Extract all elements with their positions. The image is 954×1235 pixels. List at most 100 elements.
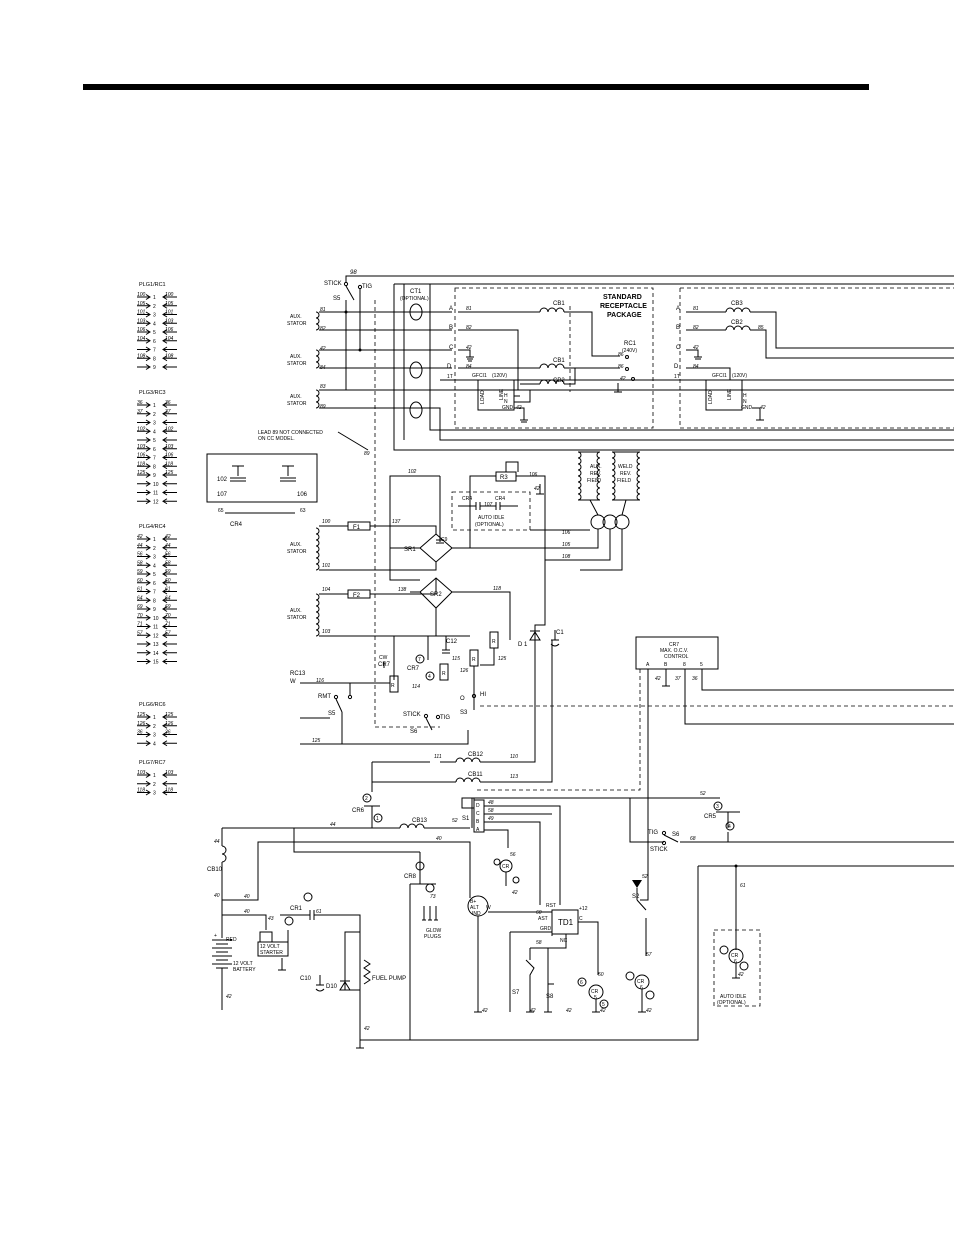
- plug-wire-right: 36: [165, 730, 171, 736]
- svg-text:FIELD: FIELD: [617, 478, 632, 484]
- svg-text:AUTO IDLE: AUTO IDLE: [478, 515, 505, 521]
- plug-pin-row: 13: [137, 641, 177, 648]
- svg-text:82: 82: [466, 325, 472, 331]
- svg-text:49: 49: [488, 816, 494, 822]
- svg-text:6: 6: [734, 959, 737, 965]
- svg-text:CR5: CR5: [704, 814, 717, 820]
- svg-text:LOAD: LOAD: [708, 390, 714, 404]
- plug-pin-number: 2: [153, 304, 156, 310]
- header-rule: [83, 84, 869, 90]
- plug-wire-left: 71: [137, 622, 143, 628]
- plug-pin-number: 8: [153, 464, 156, 470]
- svg-text:CR: CR: [637, 979, 645, 985]
- plug-title: PLG3/RC3: [139, 390, 166, 396]
- plug-wire-right: 36: [165, 400, 171, 406]
- svg-text:36: 36: [692, 676, 698, 682]
- plug-pin-number: 7: [153, 590, 156, 596]
- svg-text:42: 42: [320, 346, 326, 352]
- svg-text:PLUGS: PLUGS: [424, 934, 442, 940]
- svg-text:CB3: CB3: [731, 301, 743, 307]
- svg-text:5: 5: [594, 995, 597, 1001]
- svg-text:65: 65: [218, 508, 224, 514]
- svg-text:B: B: [664, 662, 668, 668]
- plug-wire-right: 61: [165, 587, 171, 593]
- svg-text:58: 58: [536, 940, 542, 946]
- svg-text:CR4: CR4: [462, 496, 472, 502]
- svg-text:4: 4: [428, 674, 431, 680]
- svg-text:GND: GND: [502, 405, 514, 411]
- svg-text:CR1: CR1: [290, 906, 303, 912]
- svg-text:111: 111: [434, 754, 442, 760]
- svg-text:116: 116: [316, 678, 324, 684]
- plug-pin-number: 7: [153, 456, 156, 462]
- plug-wire-right: 69: [165, 604, 171, 610]
- svg-text:D: D: [447, 364, 452, 370]
- svg-text:C: C: [449, 345, 454, 351]
- plug-pin-row: 2: [137, 780, 177, 788]
- stick-label: STICK: [324, 281, 342, 287]
- svg-text:CR: CR: [502, 864, 510, 870]
- svg-text:61: 61: [316, 909, 322, 915]
- plug-wire-left: 106: [137, 453, 146, 459]
- plug-pin-number: 2: [153, 546, 156, 552]
- plug-pin-number: 7: [153, 348, 156, 354]
- plug-pin-number: 3: [153, 733, 156, 739]
- svg-text:42: 42: [530, 1008, 536, 1014]
- plug-wire-right: 59: [165, 569, 171, 575]
- svg-text:B: B: [476, 819, 480, 825]
- plug-wire-left: 103: [137, 318, 146, 324]
- svg-text:FIELD: FIELD: [587, 478, 602, 484]
- plug-wire-left: 104: [137, 336, 146, 342]
- plug-pin-number: 1: [153, 403, 156, 409]
- tig-label: TIG: [362, 284, 372, 290]
- svg-text:104: 104: [322, 587, 331, 593]
- plug-wire-left: 102: [137, 426, 146, 432]
- plug-pin-number: 8: [153, 598, 156, 604]
- svg-text:106: 106: [297, 492, 308, 498]
- svg-text:H: H: [743, 393, 747, 399]
- svg-text:+12: +12: [579, 906, 588, 912]
- plug-pin-number: 2: [153, 724, 156, 730]
- svg-text:S8: S8: [546, 994, 554, 1000]
- plug-wire-left: 69: [137, 604, 143, 610]
- svg-text:RMT: RMT: [318, 694, 331, 700]
- plug-pin-number: 1: [153, 773, 156, 779]
- svg-text:42: 42: [738, 972, 744, 978]
- plug-pin-number: 11: [153, 491, 158, 497]
- plug-pin-number: 9: [153, 473, 156, 479]
- svg-text:60: 60: [536, 910, 542, 916]
- plug-wire-left: 118: [137, 461, 145, 467]
- plug-wire-left: 100: [137, 292, 146, 298]
- svg-text:A: A: [646, 662, 650, 668]
- svg-text:68: 68: [690, 836, 696, 842]
- svg-text:CR6: CR6: [352, 808, 365, 814]
- svg-text:A: A: [676, 306, 680, 312]
- svg-text:(240V): (240V): [622, 348, 637, 354]
- svg-text:N: N: [743, 399, 747, 405]
- plug-pin-number: 4: [153, 321, 156, 327]
- plug-pin-number: 9: [153, 607, 156, 613]
- svg-text:RC1: RC1: [624, 341, 637, 347]
- plug-pin-number: 4: [153, 429, 156, 435]
- svg-text:O: O: [460, 696, 465, 702]
- ct1-current-transformer: CT1 (OPTIONAL): [393, 283, 954, 451]
- svg-text:TIG: TIG: [648, 830, 658, 836]
- svg-text:61: 61: [740, 883, 746, 889]
- svg-text:AUX.: AUX.: [290, 314, 302, 320]
- plug-pin-row: 4: [137, 740, 177, 747]
- plug-pin-number: 5: [153, 330, 156, 336]
- plug-wire-left: 60: [137, 578, 143, 584]
- plug-pin-number: 10: [153, 482, 159, 488]
- plug-title: PLG4/RC4: [139, 524, 166, 530]
- svg-text:S2: S2: [632, 894, 640, 900]
- plug-pin-number: 9: [153, 365, 156, 371]
- plug-pin-number: 3: [153, 791, 156, 797]
- plug-pin-number: 5: [153, 438, 156, 444]
- svg-text:3: 3: [716, 804, 719, 810]
- svg-text:1T: 1T: [447, 374, 453, 380]
